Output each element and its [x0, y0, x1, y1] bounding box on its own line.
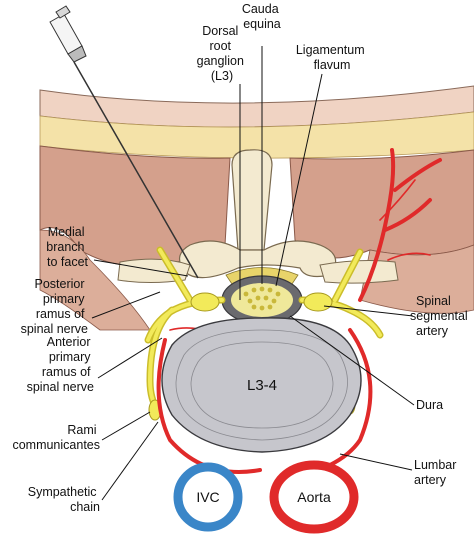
left-lateral-muscle: [39, 229, 151, 331]
label-disc: L3-4: [247, 377, 277, 394]
label-medial-branch: Medial branch to facet: [46, 225, 88, 269]
cauda-equina-roots: [243, 286, 281, 311]
right-dorsal-root-ganglion: [303, 292, 333, 312]
label-ligamentum-flavum: Ligamentum flavum: [296, 43, 368, 72]
label-sympathetic-chain: Sympathetic chain: [28, 485, 100, 514]
label-aorta: Aorta: [297, 489, 331, 505]
label-dorsal-root-ganglion: Dorsal root ganglion (L3): [197, 24, 248, 83]
ivc-vessel: [173, 462, 243, 532]
needle: [49, 5, 199, 279]
label-spinal-segmental-artery: Spinal segmental artery: [410, 294, 471, 338]
lamina-and-facets: [179, 240, 337, 279]
disc-lamellae: [175, 329, 348, 441]
fat-layer: [39, 111, 474, 159]
label-posterior-primary-ramus: Posterior primary ramus of spinal nerve: [21, 277, 88, 336]
right-transverse-process: [319, 260, 399, 284]
label-cauda-equina: Cauda equina: [242, 2, 282, 31]
aorta-vessel: [269, 460, 359, 534]
label-rami-communicantes: Rami communicantes: [12, 423, 100, 452]
label-dura: Dura: [416, 398, 443, 412]
leader-lines: [91, 46, 415, 501]
spinous-process: [231, 149, 273, 251]
left-dorsal-root-ganglion: [190, 292, 220, 312]
cauda-equina-bundle: [231, 283, 293, 317]
label-anterior-primary-ramus: Anterior primary ramus of spinal nerve: [27, 335, 94, 394]
label-lumbar-artery: Lumbar artery: [414, 458, 460, 487]
label-ivc: IVC: [196, 489, 219, 505]
